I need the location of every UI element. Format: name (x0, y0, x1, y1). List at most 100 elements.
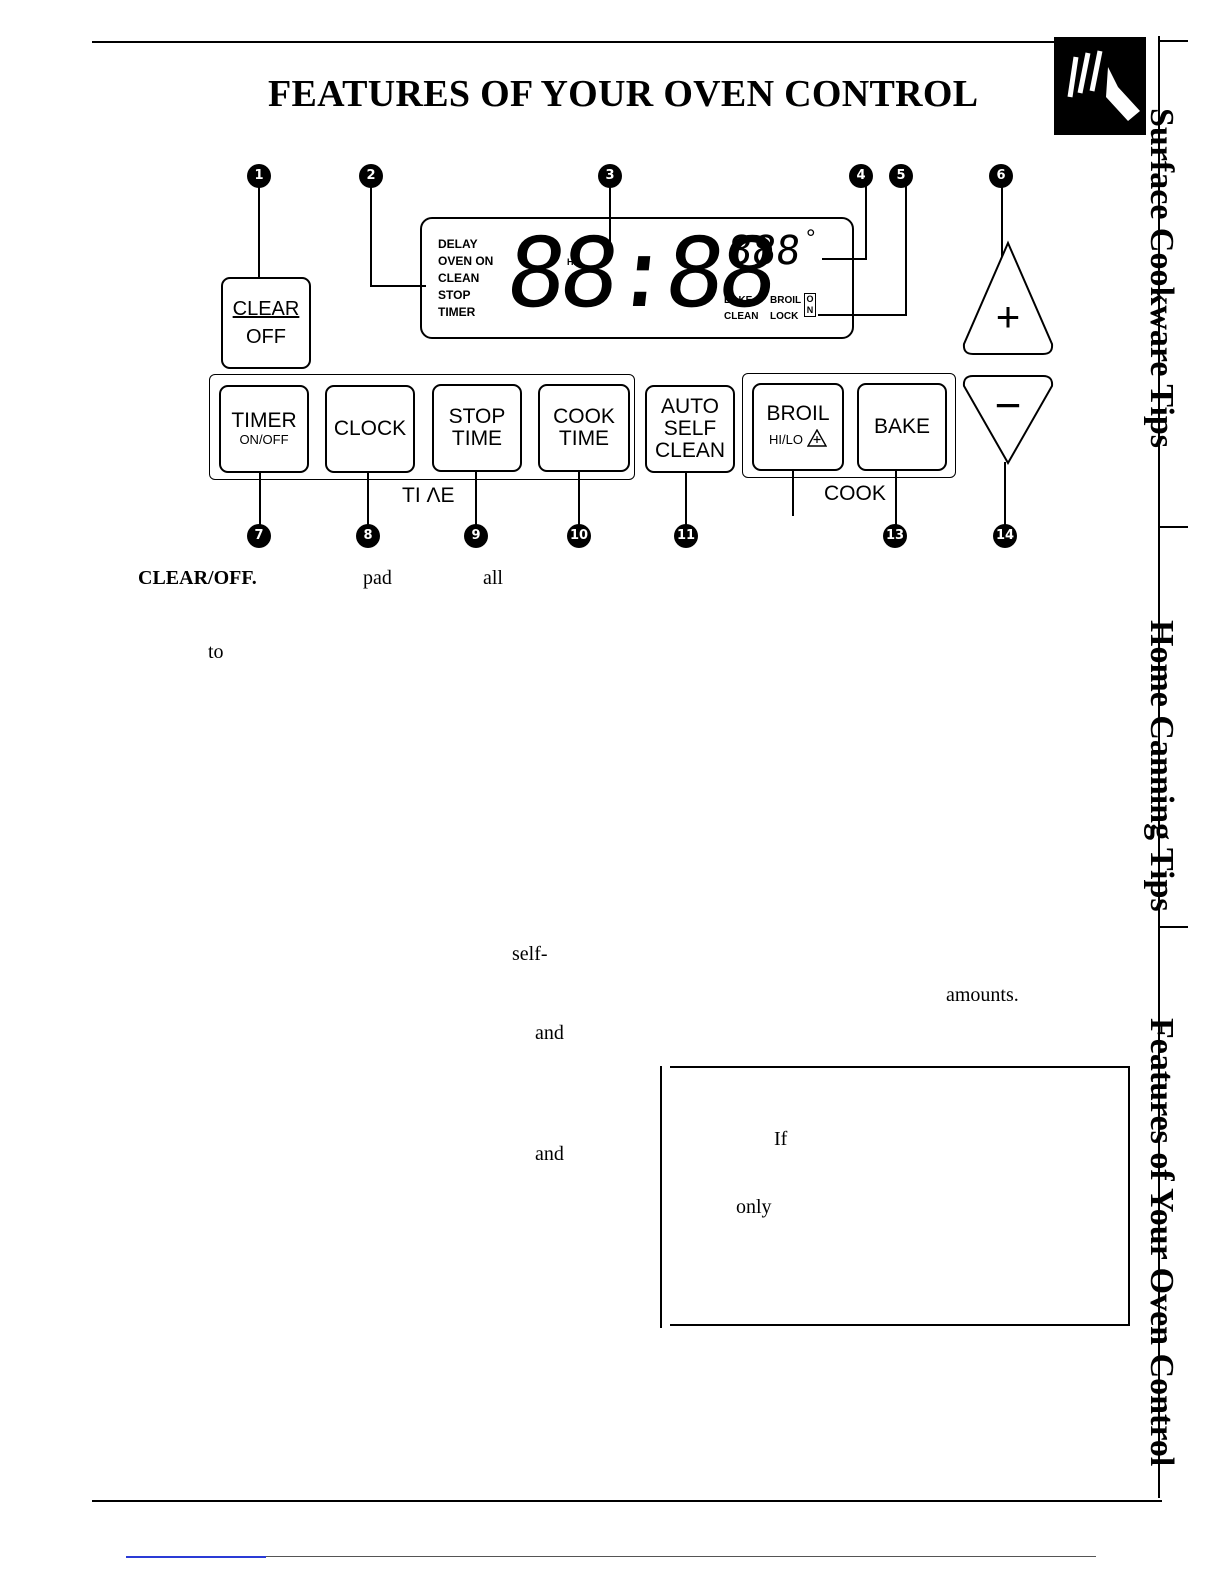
clear-off-button[interactable]: CLEAR OFF (221, 277, 311, 369)
lead-term: CLEAR/OFF. (138, 567, 257, 589)
leader-line-2 (370, 186, 372, 286)
stop-label: STOP (448, 405, 506, 428)
body-word-self: self- (512, 943, 548, 965)
leader-line-6 (1001, 186, 1003, 308)
callout-2: 2 (359, 164, 383, 188)
bake-button[interactable]: BAKE (857, 383, 947, 471)
callout-7: 7 (247, 524, 271, 548)
broil-hi-lo-button[interactable]: BROIL HI/LO (752, 383, 844, 471)
timer-sub-label: ON/OFF (239, 432, 289, 447)
auto-self-clean-button[interactable]: AUTO SELF CLEAN (645, 385, 735, 473)
increase-button[interactable]: + (961, 240, 1055, 356)
note-box-left-rule (660, 1066, 662, 1328)
right-rule (1158, 36, 1160, 1498)
note-box-right-rule (1128, 1066, 1130, 1326)
top-rule (92, 41, 1144, 43)
mode-label-broil: BROIL (770, 295, 802, 306)
callout-9: 9 (464, 524, 488, 548)
note-word-if: If (774, 1128, 788, 1150)
mode-label-clean: CLEAN (724, 311, 759, 322)
leader-line-7 (259, 470, 261, 526)
timer-label: TIMER (231, 409, 297, 432)
callout-11: 11 (674, 524, 698, 548)
callout-8: 8 (356, 524, 380, 548)
callout-3: 3 (598, 164, 622, 188)
status-label-oven-on: OVEN ON (438, 254, 494, 268)
cook-group-label: COOK (822, 482, 888, 506)
leader-line-8 (367, 462, 369, 526)
cook-time-button[interactable]: COOK TIME (538, 384, 630, 472)
callout-13: 13 (883, 524, 907, 548)
callout-6: 6 (989, 164, 1013, 188)
self-label: SELF (663, 417, 717, 440)
control-panel: 1 2 3 4 5 6 7 8 9 10 11 13 14 CLEAR OFF … (0, 0, 1224, 560)
callout-10: 10 (567, 524, 591, 548)
body-word-all: all (483, 567, 503, 589)
body-word-and: and (535, 1022, 564, 1044)
clock-label: CLOCK (333, 417, 407, 440)
leader-line-4 (865, 186, 867, 260)
leader-line-5 (905, 186, 907, 316)
leader-line-5 (818, 314, 907, 316)
leader-line-12 (792, 462, 794, 516)
mode-label-bake: BAKE (724, 295, 753, 306)
stop-time-button[interactable]: STOP TIME (432, 384, 522, 472)
broil-label: BROIL (766, 401, 830, 425)
leader-line-4 (822, 258, 867, 260)
note-box: If only (660, 1066, 1130, 1328)
side-tab-label: Features of Your Oven Control (1143, 1018, 1180, 1467)
leader-line-13 (895, 462, 897, 526)
temperature-digits: 888 (725, 228, 803, 274)
note-box-bottom-rule (670, 1324, 1130, 1326)
page-title: FEATURES OF YOUR OVEN CONTROL (268, 73, 979, 115)
mode-label-lock: LOCK (770, 311, 799, 322)
cook-pad-group (742, 373, 956, 478)
status-label-stop: STOP (438, 288, 471, 302)
callout-14: 14 (993, 524, 1017, 548)
callout-4: 4 (849, 164, 873, 188)
warning-triangle-icon (806, 428, 828, 452)
body-word-amounts: amounts. (946, 984, 1019, 1006)
status-label-timer: TIMER (438, 305, 476, 319)
leader-line-3 (609, 186, 611, 260)
clock-button[interactable]: CLOCK (325, 385, 415, 473)
tab-divider (1160, 926, 1188, 928)
hr-indicator: HR (567, 257, 580, 267)
broil-sub-label: HI/LO (769, 432, 803, 447)
auto-label: AUTO (661, 395, 719, 418)
bake-label: BAKE (873, 415, 931, 438)
leader-line-10 (578, 462, 580, 526)
off-label: OFF (246, 326, 286, 348)
footer-rule (126, 1556, 1096, 1557)
callout-5: 5 (889, 164, 913, 188)
hand-pointer-icon (1054, 37, 1146, 135)
footer-link-rule (126, 1556, 266, 1558)
degree-symbol: ° (806, 225, 816, 252)
body-word-to: to (208, 641, 224, 663)
status-label-clean: CLEAN (438, 271, 480, 285)
bottom-rule (92, 1500, 1162, 1502)
decrease-button[interactable]: − (961, 374, 1055, 466)
plus-icon: + (995, 293, 1021, 340)
leader-line-2 (370, 285, 426, 287)
lock-on-indicator: ON (804, 293, 816, 317)
clear-label: CLEAR (232, 298, 300, 320)
time-pad-group (209, 374, 635, 480)
note-word-only: only (736, 1196, 772, 1218)
body-word-pad: pad (363, 567, 392, 589)
minus-icon: − (994, 379, 1022, 431)
clean-label: CLEAN (654, 439, 726, 462)
broil-sub-row: HI/LO (769, 428, 828, 452)
cook-label: COOK (553, 405, 615, 428)
body-word-and: and (535, 1143, 564, 1165)
leader-line-11 (685, 462, 687, 526)
timer-on-off-button[interactable]: TIMER ON/OFF (219, 385, 309, 473)
cook-time-label: TIME (558, 427, 610, 450)
callout-1: 1 (247, 164, 271, 188)
note-box-top-rule (670, 1066, 1128, 1068)
status-label-delay: DELAY (438, 237, 478, 251)
leader-line-9 (475, 462, 477, 526)
leader-line-1 (258, 186, 260, 326)
stop-time-label: TIME (451, 427, 503, 450)
side-tab-label: Home Canning Tips (1143, 620, 1180, 912)
